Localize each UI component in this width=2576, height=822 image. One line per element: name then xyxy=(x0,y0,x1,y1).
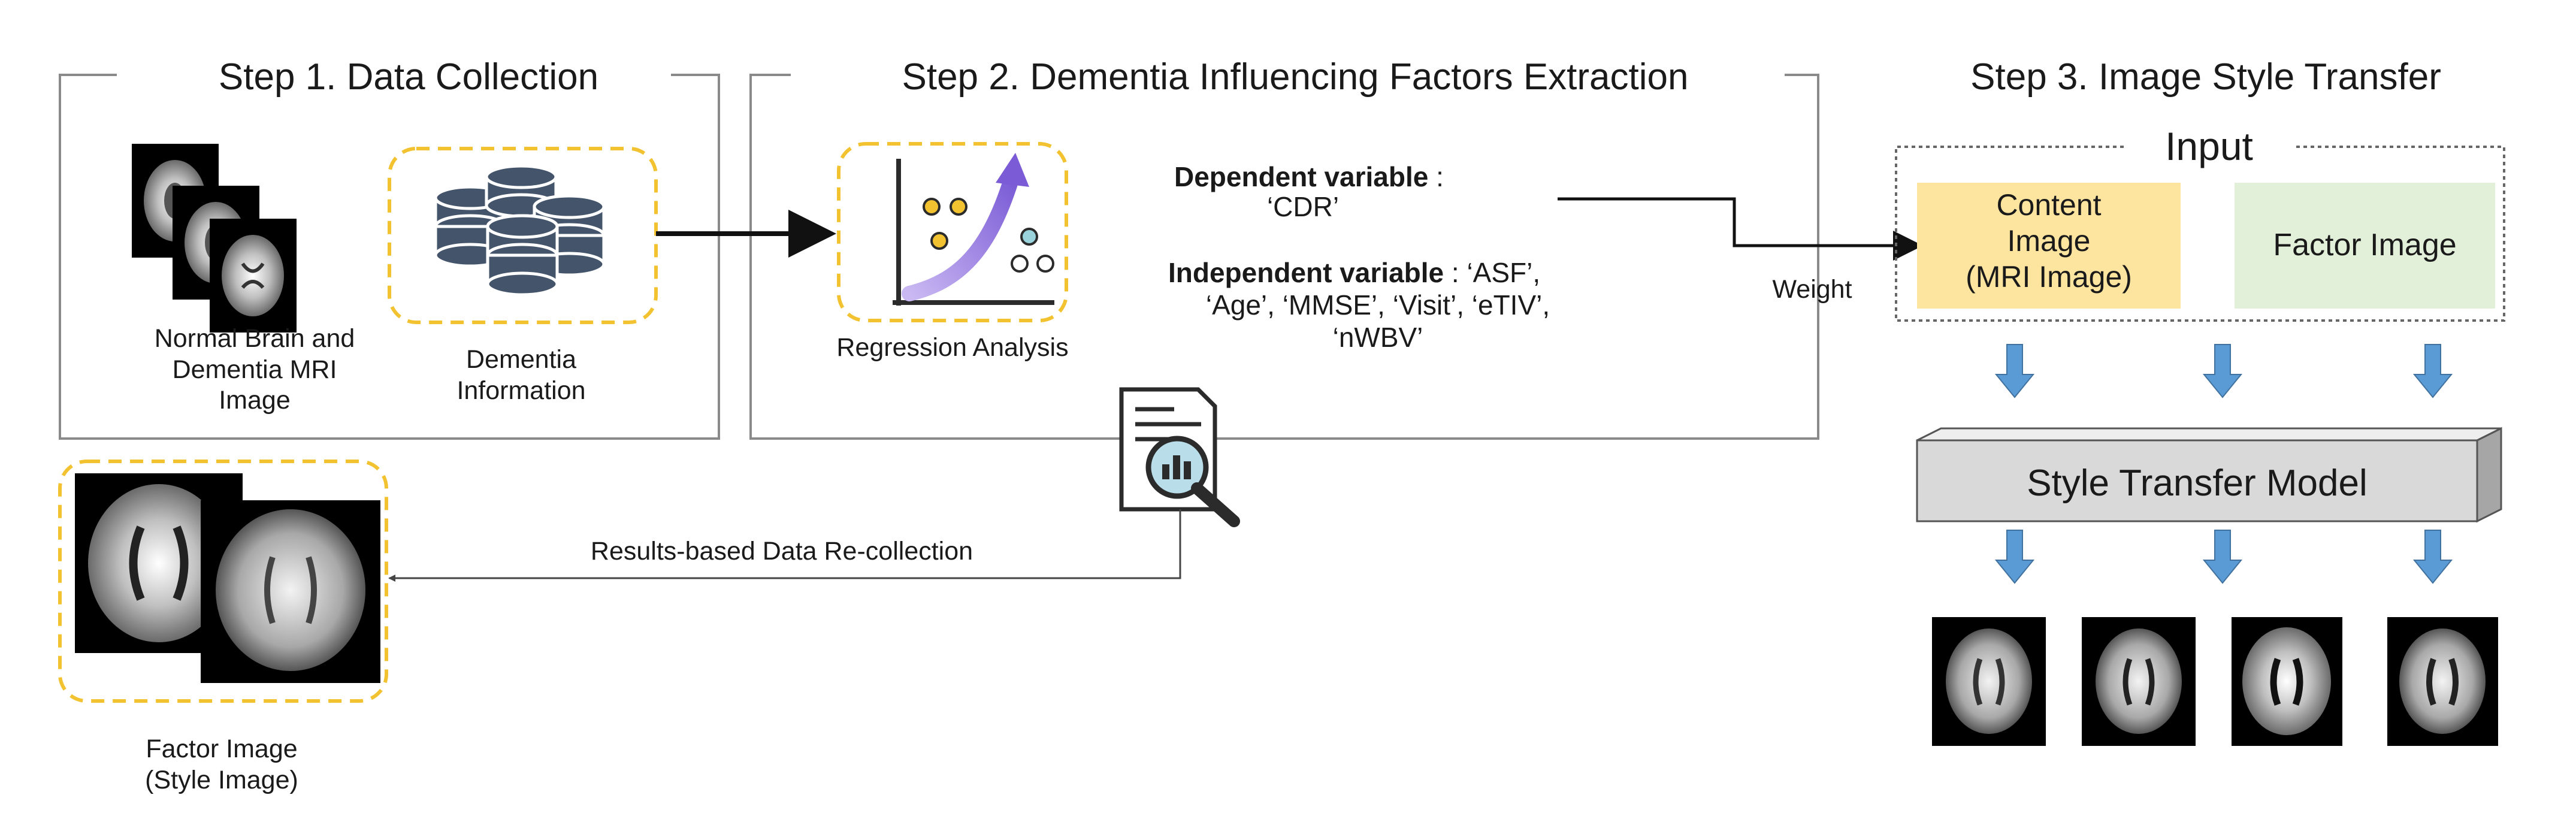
independent-variable-values-3: ‘nWBV’ xyxy=(1332,322,1423,353)
content-image-label-line: Content xyxy=(1996,188,2102,222)
step3-title: Step 3. Image Style Transfer xyxy=(1905,55,2507,100)
step2-frame xyxy=(749,74,1819,440)
step1-frame xyxy=(59,74,720,440)
dependent-variable-sep: : xyxy=(1428,161,1444,192)
mri-caption-line: Dementia MRI xyxy=(172,355,337,384)
dependent-variable-label: Dependent variable xyxy=(1174,161,1429,192)
database-caption-line: Information xyxy=(456,376,586,405)
regression-caption: Regression Analysis xyxy=(836,333,1069,362)
database-icon xyxy=(434,164,606,297)
recollection-label: Results-based Data Re-collection xyxy=(590,537,973,566)
content-image-label-line: Image xyxy=(2007,224,2091,258)
step2-title: Step 2. Dementia Influencing Factors Ext… xyxy=(806,55,1785,100)
factor-image-caption-line: Factor Image xyxy=(146,735,298,763)
weight-label: Weight xyxy=(1772,275,1852,304)
report-search-icon xyxy=(1119,387,1240,527)
step1-title: Step 1. Data Collection xyxy=(150,55,667,100)
factor-image-caption: Factor Image (Style Image) xyxy=(84,734,359,796)
regression-chart-icon xyxy=(893,153,1054,306)
input-frame xyxy=(1895,146,2505,322)
factor-image-label: Factor Image xyxy=(2273,228,2457,262)
down-arrow-icon xyxy=(1994,344,2453,398)
factor-image-caption-line: (Style Image) xyxy=(145,765,298,794)
dependent-variable-line: Dependent variable : xyxy=(1174,161,1444,194)
content-image-label: Content Image (MRI Image) xyxy=(1917,187,2181,295)
style-transfer-model-label: Style Transfer Model xyxy=(2027,463,2368,504)
database-caption: Dementia Information xyxy=(413,344,629,406)
down-arrow-icon xyxy=(1994,530,2453,584)
regression-highlight-box xyxy=(837,142,1068,322)
output-mri-images xyxy=(1932,617,2498,746)
brain-mri-icon xyxy=(132,144,297,333)
factor-image-box xyxy=(2235,183,2495,309)
database-caption-line: Dementia xyxy=(465,345,577,374)
mri-caption: Normal Brain and Dementia MRI Image xyxy=(105,324,404,416)
mri-caption-line: Image xyxy=(219,386,291,415)
independent-variable-values-2: ‘Age’, ‘MMSE’, ‘Visit’, ‘eTIV’, xyxy=(1205,289,1550,321)
content-image-box xyxy=(1917,183,2181,309)
style-transfer-model-box xyxy=(1916,427,2502,523)
factor-mri-images xyxy=(75,473,380,683)
content-image-label-line: (MRI Image) xyxy=(1966,260,2132,294)
factor-image-highlight-box xyxy=(58,460,388,703)
input-label: Input xyxy=(2165,124,2253,168)
independent-variable-line: Independent variable : ‘ASF’, xyxy=(1168,256,1540,289)
independent-variable-label: Independent variable xyxy=(1168,257,1444,288)
recollection-connector xyxy=(388,509,1181,582)
weight-connector xyxy=(1558,197,1923,261)
dependent-variable-value: ‘CDR’ xyxy=(1266,191,1340,222)
mri-caption-line: Normal Brain and xyxy=(154,324,355,353)
independent-variable-values-1: : ‘ASF’, xyxy=(1444,257,1541,288)
